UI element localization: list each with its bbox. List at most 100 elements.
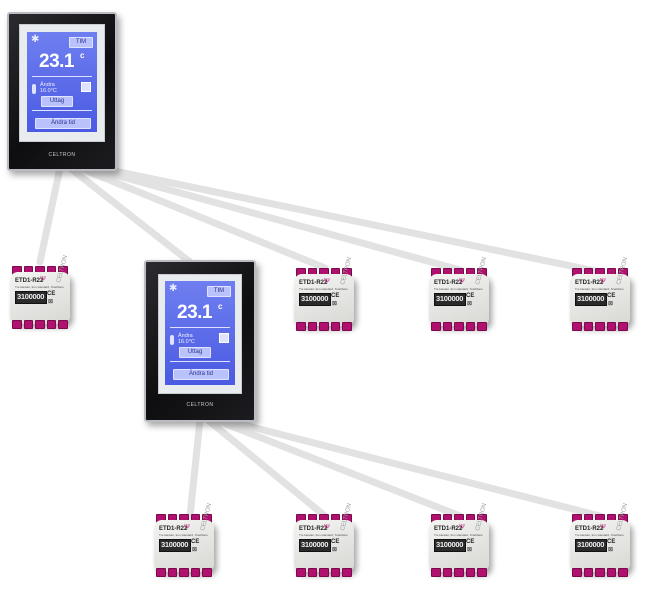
mode-label: TIM <box>69 37 93 48</box>
antenna-icon: Ψ <box>324 278 330 285</box>
antenna-icon: Ψ <box>184 524 190 531</box>
footer-button: Ändra tid <box>173 369 229 380</box>
link-top-to-relay-2 <box>76 164 329 272</box>
degree-unit: c <box>218 302 223 311</box>
thermostat-screen: ✱ TIM 23.1 c Ändra 16.0°C Uttag Ändra ti… <box>27 32 97 132</box>
terminal-block-bottom <box>12 320 68 329</box>
ce-mark: CE <box>466 293 475 299</box>
snowflake-icon: ✱ <box>31 34 40 45</box>
relay-code: 3100000 <box>17 292 45 301</box>
relay-module: ETD1-R22 Ψ Tre kanaler, fem standard, Sn… <box>290 257 356 332</box>
relay-module: ETD1-R22 Ψ Tre kanaler, fem standard, Sn… <box>150 503 216 578</box>
relay-module: ETD1-R22 Ψ Tre kanaler, fem standard, Sn… <box>6 255 72 330</box>
weee-bin-icon: ⊠ <box>48 299 54 305</box>
status-line-1: Ändra <box>40 82 55 88</box>
ce-mark: CE <box>607 539 616 545</box>
relay-code-label: 3100000 <box>575 539 607 552</box>
relay-model: ETD1-R22 <box>159 526 188 532</box>
relay-code-label: 3100000 <box>159 539 191 552</box>
weee-bin-icon: ⊠ <box>608 547 614 553</box>
relay-module: ETD1-R22 Ψ Tre kanaler, fem standard, Sn… <box>290 503 356 578</box>
relay-model: ETD1-R22 <box>299 280 328 286</box>
ce-mark: CE <box>331 293 340 299</box>
relay-model: ETD1-R22 <box>434 526 463 532</box>
relay-code-label: 3100000 <box>299 293 331 306</box>
relay-fine-print: Tre kanaler, fem standard, Snabbare <box>434 533 483 537</box>
relay-fine-print: Tre kanaler, fem standard, Snabbare <box>159 533 208 537</box>
antenna-icon: Ψ <box>459 524 465 531</box>
relay-fine-print: Tre kanaler, fem standard, Snabbare <box>299 287 348 291</box>
divider <box>170 327 230 328</box>
relay-model: ETD1-R22 <box>15 278 44 284</box>
relay-code-label: 3100000 <box>575 293 607 306</box>
antenna-icon: Ψ <box>600 278 606 285</box>
mode-toggle-icon <box>81 82 91 92</box>
relay-code: 3100000 <box>577 540 605 549</box>
antenna-icon: Ψ <box>324 524 330 531</box>
antenna-icon: Ψ <box>40 276 46 283</box>
status-line-2: 16.0°C <box>40 88 57 94</box>
terminal-block-top <box>572 514 628 523</box>
outlet-button: Uttag <box>41 96 73 107</box>
relay-code: 3100000 <box>436 294 464 303</box>
temperature-value: 23.1 <box>177 302 212 323</box>
weee-bin-icon: ⊠ <box>608 301 614 307</box>
footer-button: Ändra tid <box>35 118 91 129</box>
link-mid-to-relay-5 <box>186 416 204 520</box>
mode-toggle-icon <box>219 333 229 343</box>
relay-code-label: 3100000 <box>299 539 331 552</box>
weee-bin-icon: ⊠ <box>192 547 198 553</box>
relay-model: ETD1-R22 <box>575 280 604 286</box>
link-top-to-relay-3 <box>86 164 464 274</box>
weee-bin-icon: ⊠ <box>332 547 338 553</box>
antenna-icon: Ψ <box>459 278 465 285</box>
ce-mark: CE <box>331 539 340 545</box>
mode-label: TIM <box>207 286 231 297</box>
relay-code: 3100000 <box>301 540 329 549</box>
degree-unit: c <box>80 51 85 60</box>
terminal-block-top <box>296 268 352 277</box>
thermostat-top: ✱ TIM 23.1 c Ändra 16.0°C Uttag Ändra ti… <box>7 12 117 171</box>
temperature-value: 23.1 <box>39 51 74 72</box>
ce-mark: CE <box>607 293 616 299</box>
thermometer-icon <box>32 84 36 94</box>
ce-mark: CE <box>191 539 200 545</box>
thermostat-middle: ✱ TIM 23.1 c Ändra 16.0°C Uttag Ändra ti… <box>144 260 256 422</box>
terminal-block-bottom <box>296 568 352 577</box>
relay-fine-print: Tre kanaler, fem standard, Snabbare <box>299 533 348 537</box>
link-mid-to-relay-6 <box>204 416 329 520</box>
divider-bottom <box>170 361 230 362</box>
antenna-icon: Ψ <box>600 524 606 531</box>
relay-code-label: 3100000 <box>434 539 466 552</box>
relay-code: 3100000 <box>301 294 329 303</box>
link-mid-to-relay-7 <box>212 416 464 520</box>
terminal-block-bottom <box>156 568 212 577</box>
link-top-to-relay-4 <box>96 164 604 276</box>
thermometer-icon <box>170 335 174 345</box>
brand-logo: CELTRON <box>48 152 76 158</box>
terminal-block-bottom <box>431 568 487 577</box>
divider-bottom <box>32 110 92 111</box>
relay-code: 3100000 <box>436 540 464 549</box>
brand-logo: CELTRON <box>186 402 214 408</box>
relay-model: ETD1-R22 <box>575 526 604 532</box>
relay-module: ETD1-R22 Ψ Tre kanaler, fem standard, Sn… <box>566 503 632 578</box>
weee-bin-icon: ⊠ <box>332 301 338 307</box>
snowflake-icon: ✱ <box>169 283 178 294</box>
weee-bin-icon: ⊠ <box>467 301 473 307</box>
outlet-button: Uttag <box>179 347 211 358</box>
link-top-to-thermostat-2 <box>66 164 194 266</box>
relay-code-label: 3100000 <box>434 293 466 306</box>
weee-bin-icon: ⊠ <box>467 547 473 553</box>
relay-fine-print: Tre kanaler, fem standard, Snabbare <box>575 533 624 537</box>
terminal-block-bottom <box>431 322 487 331</box>
relay-fine-print: Tre kanaler, fem standard, Snabbare <box>575 287 624 291</box>
relay-model: ETD1-R22 <box>434 280 463 286</box>
relay-fine-print: Tre kanaler, fem standard, Snabbare <box>15 285 64 289</box>
divider <box>32 76 92 77</box>
relay-code: 3100000 <box>161 540 189 549</box>
relay-code: 3100000 <box>577 294 605 303</box>
terminal-block-bottom <box>572 322 628 331</box>
thermostat-screen: ✱ TIM 23.1 c Ändra 16.0°C Uttag Ändra ti… <box>165 281 235 385</box>
